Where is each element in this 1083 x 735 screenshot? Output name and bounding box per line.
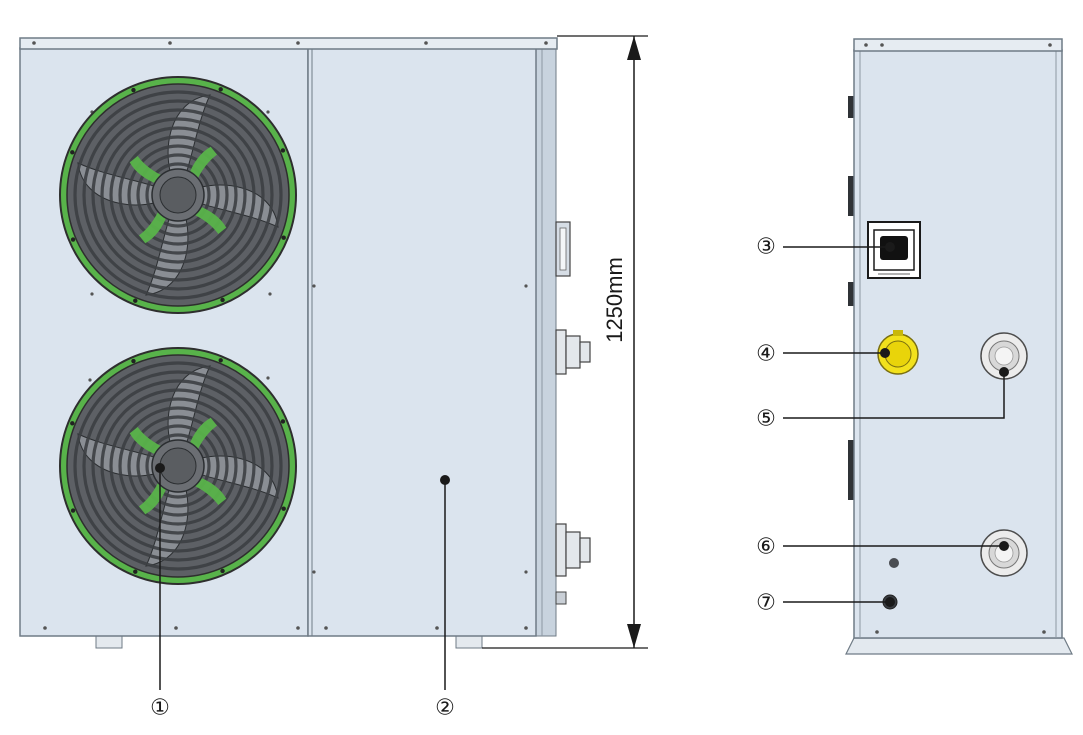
wire-controller-box	[867, 221, 921, 279]
front-side-strip	[535, 47, 557, 637]
fan-2	[59, 347, 297, 585]
callout-label-1: ①	[150, 695, 170, 720]
callout-label-5: ⑤	[756, 406, 776, 431]
front-foot-right	[455, 635, 483, 649]
front-drain-stub	[555, 591, 567, 605]
side-view-unit	[845, 38, 1073, 655]
front-pipe-fitting-lower	[555, 523, 591, 577]
callout-label-3: ③	[756, 234, 776, 259]
callout-leaders	[159, 246, 1005, 690]
side-base-plate	[845, 637, 1073, 655]
power-cable-inlet	[877, 330, 919, 375]
front-side-box	[555, 221, 571, 277]
front-top-lid	[19, 37, 558, 50]
water-outlet-pipe	[980, 332, 1028, 380]
callout-labels: ① ② ③ ④ ⑤ ⑥ ⑦	[150, 234, 776, 720]
callout-label-7: ⑦	[756, 590, 776, 615]
side-small-plug	[889, 558, 899, 568]
callout-label-6: ⑥	[756, 534, 776, 559]
fan-1	[59, 76, 297, 314]
front-foot-left	[95, 635, 123, 649]
side-top-lid	[853, 38, 1063, 52]
height-dimension-label: 1250mm	[602, 257, 627, 343]
front-right-panel	[307, 47, 537, 637]
front-pipe-fitting-upper	[555, 329, 591, 375]
fan-group	[59, 76, 297, 585]
callout-label-2: ②	[435, 695, 455, 720]
callout-label-4: ④	[756, 341, 776, 366]
water-inlet-pipe	[980, 529, 1028, 577]
callout-dots	[155, 242, 1009, 607]
height-dimension: 1250mm	[482, 35, 648, 649]
